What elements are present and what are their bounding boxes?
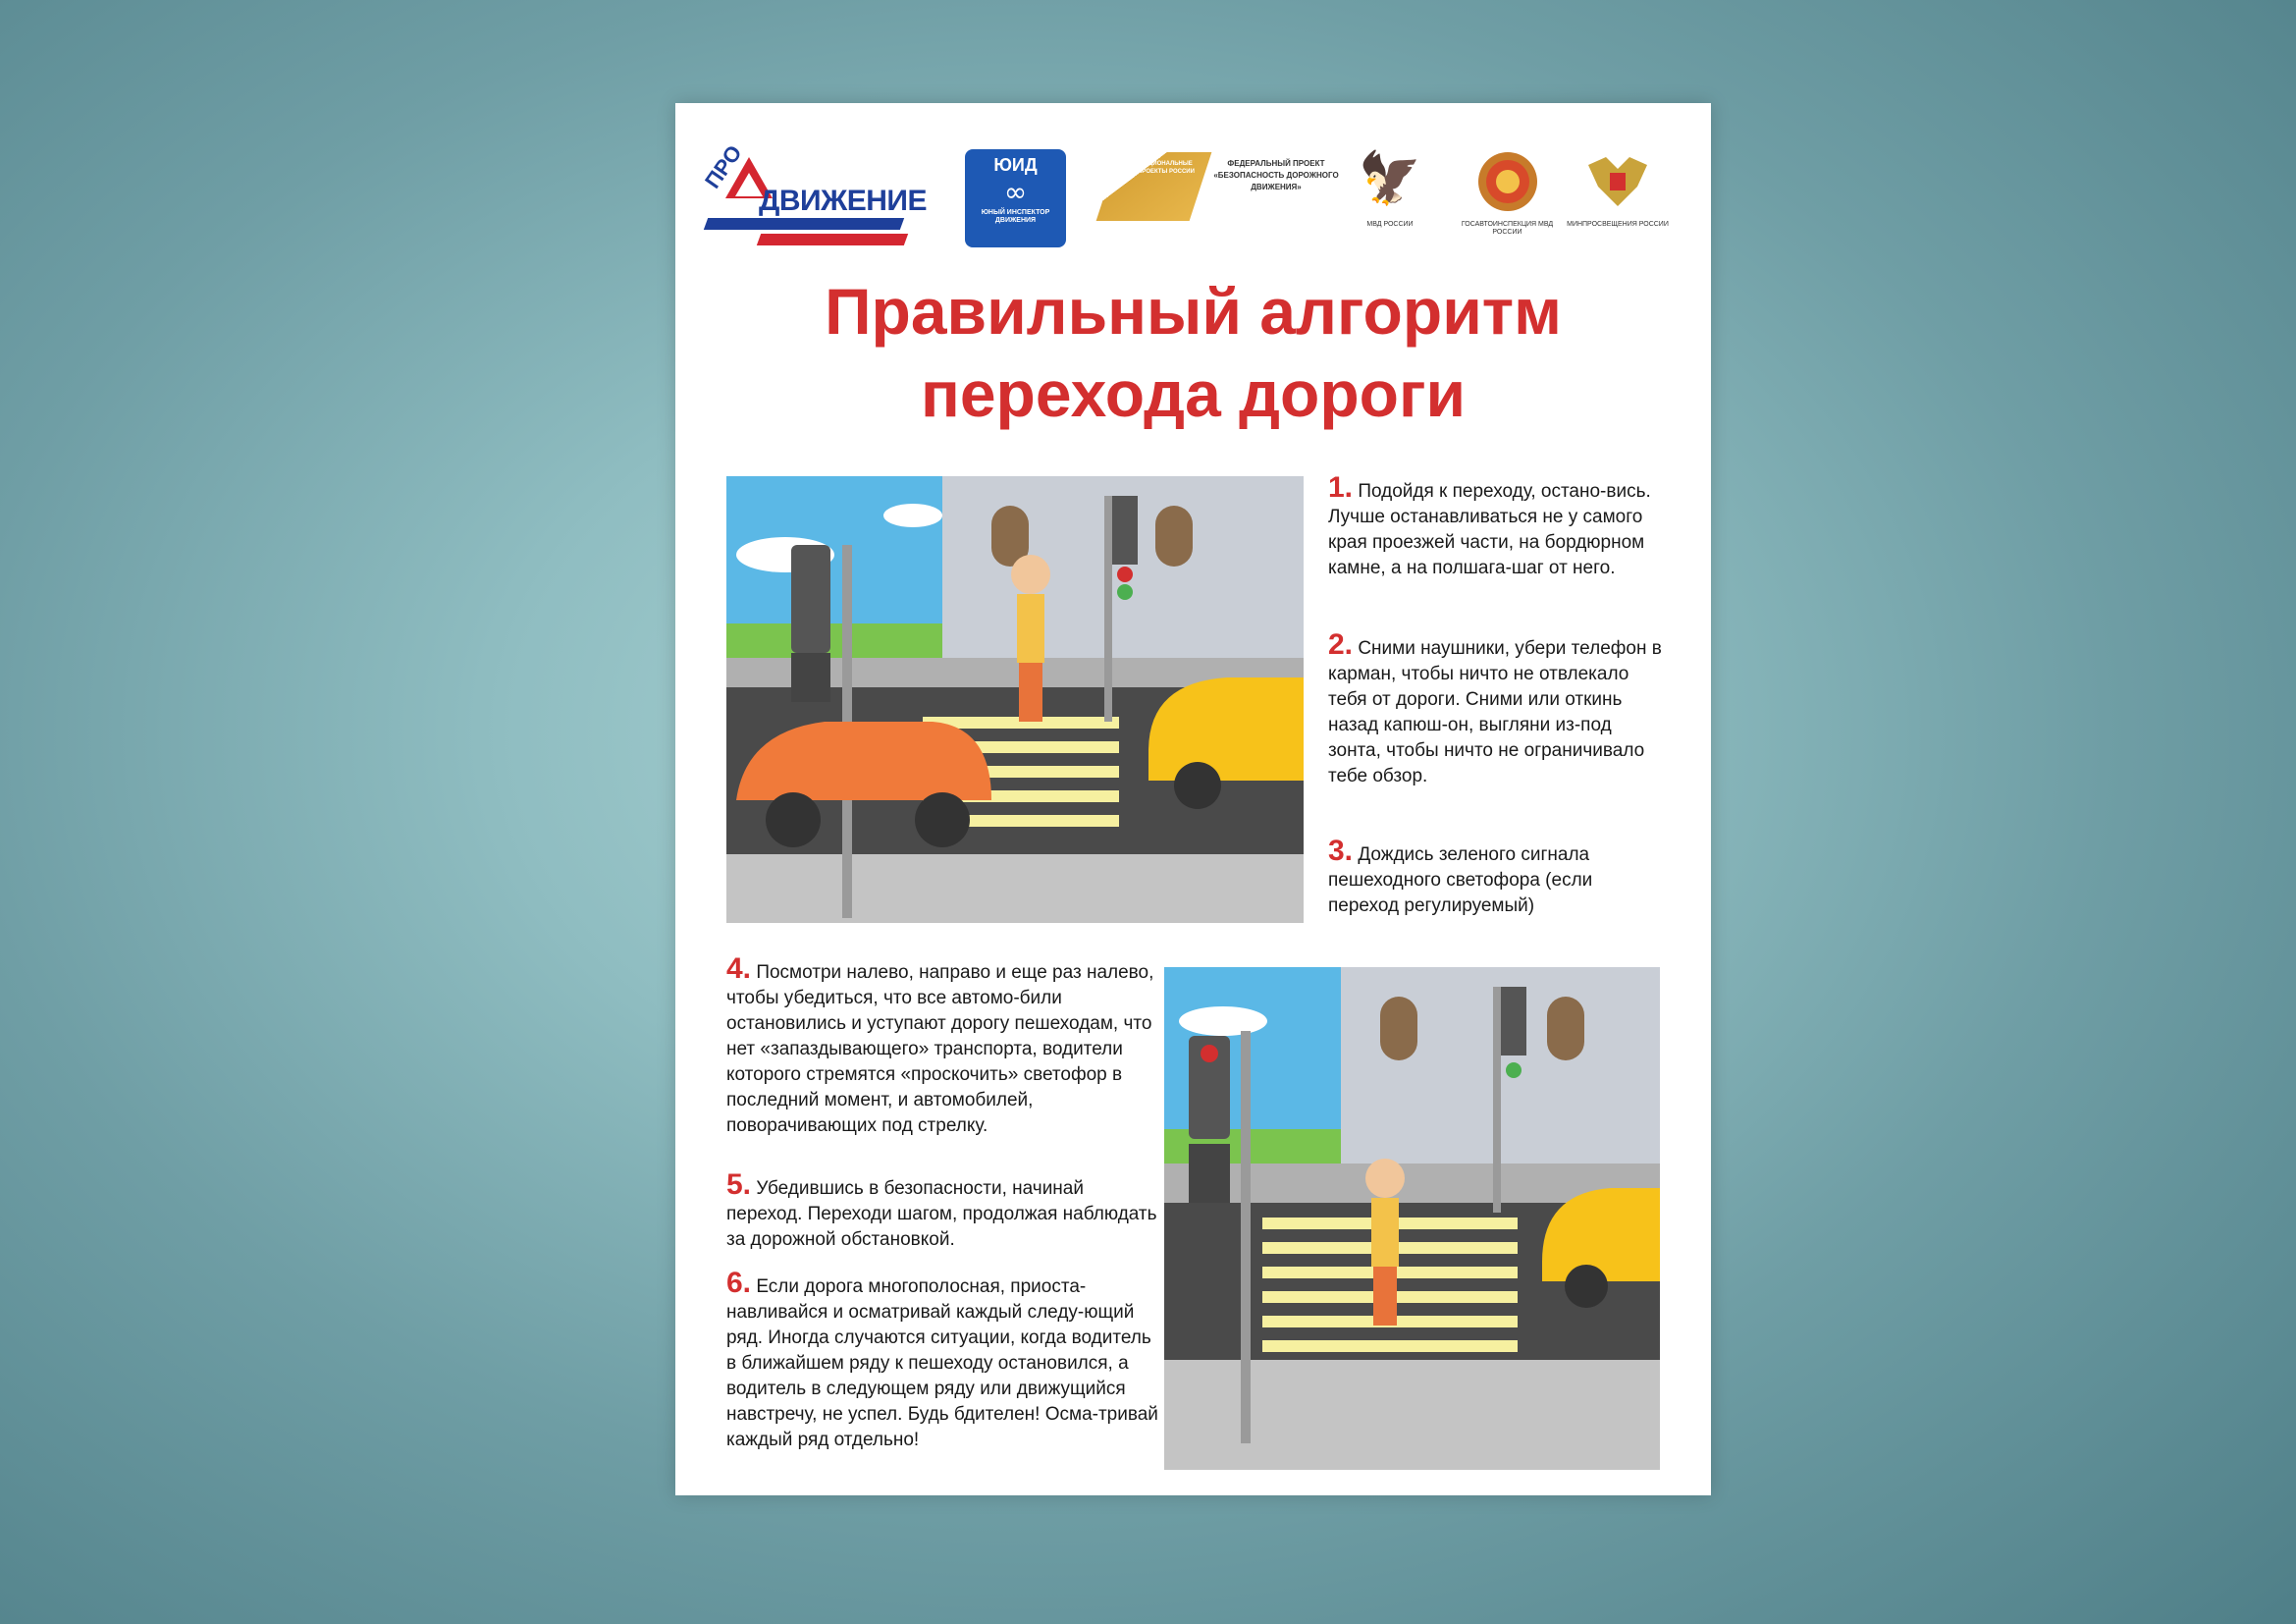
federal-project-text: ФЕДЕРАЛЬНЫЙ ПРОЕКТ «БЕЗОПАСНОСТЬ ДОРОЖНО… <box>1213 159 1339 191</box>
step-2: 2. Сними наушники, убери телефон в карма… <box>1328 628 1667 789</box>
step-5-text: Убедившись в безопасности, начинай перех… <box>726 1178 1157 1250</box>
yuid-title: ЮИД <box>993 155 1038 175</box>
step-5-number: 5. <box>726 1168 752 1201</box>
step-6-text: Если дорога многополосная, приоста-навли… <box>726 1276 1158 1450</box>
gai-label: ГОСАВТОИНСПЕКЦИЯ МВД РОССИИ <box>1461 221 1554 236</box>
step-2-text: Сними наушники, убери телефон в карман, … <box>1328 638 1662 786</box>
step-3-number: 3. <box>1328 835 1354 867</box>
dvizhenie-logo-text: ДВИЖЕНИЕ <box>759 185 927 217</box>
yuid-subtitle: ЮНЫЙ ИНСПЕКТОР ДВИЖЕНИЯ <box>981 209 1050 224</box>
bicycle-icon: ∞ <box>1003 176 1028 208</box>
minpros-emblem-icon <box>1578 147 1657 216</box>
scene-illustration-2 <box>1164 967 1660 1470</box>
step-4: 4. Посмотри налево, направо и еще раз на… <box>726 952 1158 1139</box>
step-2-number: 2. <box>1328 628 1354 661</box>
gai-emblem-icon <box>1468 147 1547 216</box>
title-line-2: перехода дороги <box>920 357 1467 430</box>
step-5: 5. Убедившись в безопасности, начинай пе… <box>726 1168 1158 1253</box>
national-projects-text: НАЦИОНАЛЬНЫЕ ПРОЕКТЫ РОССИИ <box>1138 161 1195 175</box>
mvd-label: МВД РОССИИ <box>1366 221 1414 228</box>
pro-dvizhenie-logo: ПРО ДВИЖЕНИЕ <box>700 140 927 250</box>
page-title: Правильный алгоритм перехода дороги <box>675 270 1711 435</box>
step-3: 3. Дождись зеленого сигнала пешеходного … <box>1328 835 1667 919</box>
national-projects-logo: НАЦИОНАЛЬНЫЕ ПРОЕКТЫ РОССИИ <box>1095 152 1212 221</box>
minpros-label: МИНПРОСВЕЩЕНИЯ РОССИИ <box>1567 221 1669 228</box>
scene-illustration-1 <box>726 476 1304 923</box>
step-4-text: Посмотри налево, направо и еще раз налев… <box>726 962 1154 1136</box>
step-1: 1. Подойдя к переходу, остано-вись. Лучш… <box>1328 471 1667 581</box>
mvd-emblem-icon: 🦅 <box>1358 149 1422 208</box>
yuid-logo: ЮИД ∞ ЮНЫЙ ИНСПЕКТОР ДВИЖЕНИЯ <box>965 149 1066 247</box>
step-1-number: 1. <box>1328 471 1354 504</box>
title-line-1: Правильный алгоритм <box>825 275 1562 348</box>
poster: ПРО ДВИЖЕНИЕ ЮИД ∞ ЮНЫЙ ИНСПЕКТОР ДВИЖЕН… <box>675 103 1711 1495</box>
step-1-text: Подойдя к переходу, остано-вись. Лучше о… <box>1328 481 1651 578</box>
logo-bar: ПРО ДВИЖЕНИЕ ЮИД ∞ ЮНЫЙ ИНСПЕКТОР ДВИЖЕН… <box>675 123 1711 260</box>
step-6: 6. Если дорога многополосная, приоста-на… <box>726 1267 1158 1453</box>
step-4-number: 4. <box>726 952 752 985</box>
step-3-text: Дождись зеленого сигнала пешеходного све… <box>1328 844 1593 916</box>
step-6-number: 6. <box>726 1267 752 1299</box>
